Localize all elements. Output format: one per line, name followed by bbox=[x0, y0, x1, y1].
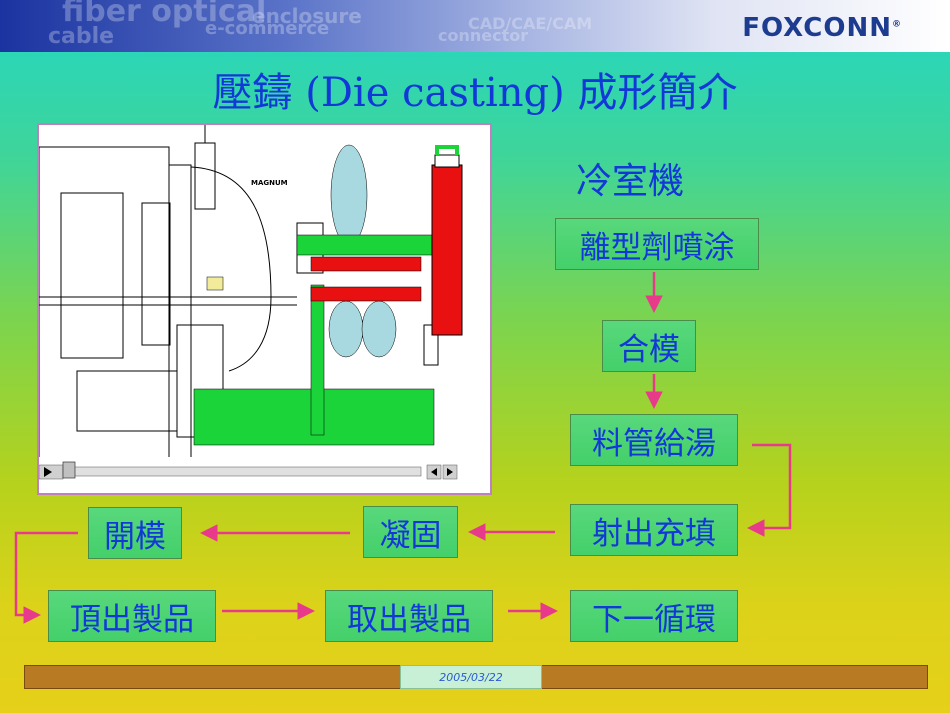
step-spray-release-agent: 離型劑噴涂 bbox=[555, 218, 759, 270]
arrow-pour-to-inject bbox=[747, 443, 792, 537]
watermark-text: CAD/CAE/CAM bbox=[468, 14, 593, 33]
step-pour-metal: 料管給湯 bbox=[570, 414, 738, 466]
watermark-text: fiber optical bbox=[62, 0, 267, 29]
logo-text: FOXCONN bbox=[742, 13, 892, 43]
watermark-text: e-commerce bbox=[205, 18, 330, 39]
step-forward-icon[interactable] bbox=[447, 468, 453, 476]
watermark-text: enclosure bbox=[252, 4, 362, 28]
return-valve bbox=[423, 324, 439, 366]
hydraulic-line-top bbox=[435, 145, 459, 155]
die-casting-animation: MAGNUM bbox=[37, 123, 492, 495]
gooseneck-tube bbox=[310, 284, 325, 436]
cylinder-cap bbox=[434, 154, 460, 168]
step-open-mold: 開模 bbox=[88, 507, 182, 559]
machine-brand-label: MAGNUM bbox=[251, 179, 288, 187]
injection-cylinder-upper bbox=[310, 256, 422, 272]
cold-chamber-machine-diagram: MAGNUM bbox=[38, 125, 490, 493]
section-subtitle: 冷室機 bbox=[576, 161, 685, 202]
step-remove-product: 取出製品 bbox=[325, 590, 493, 642]
page-title: 壓鑄 (Die casting) 成形簡介 bbox=[212, 70, 738, 116]
plunger-tip bbox=[206, 276, 224, 291]
vertical-cylinder bbox=[431, 164, 463, 336]
fixed-platen bbox=[60, 192, 124, 359]
injection-cylinder-lower bbox=[310, 286, 422, 302]
footer-date: 2005/03/22 bbox=[400, 665, 542, 689]
watermark-text: cable bbox=[48, 24, 115, 49]
arrow-open-to-eject bbox=[14, 531, 78, 624]
step-back-icon[interactable] bbox=[431, 468, 437, 476]
step-close-mold: 合模 bbox=[602, 320, 696, 372]
machine-housing-curve bbox=[190, 166, 272, 372]
header-banner: fiber optical enclosure cable e-commerce… bbox=[0, 0, 950, 52]
moving-platen bbox=[141, 202, 171, 346]
play-icon[interactable] bbox=[44, 467, 52, 477]
step-eject-product: 頂出製品 bbox=[48, 590, 216, 642]
step-next-cycle: 下一循環 bbox=[570, 590, 738, 642]
logo-registered-mark: ® bbox=[892, 19, 902, 30]
step-solidify: 凝固 bbox=[363, 506, 458, 558]
seek-thumb[interactable] bbox=[62, 461, 76, 479]
watermark-text: connector bbox=[438, 26, 529, 45]
step-inject-fill: 射出充填 bbox=[570, 504, 738, 556]
foxconn-logo: FOXCONN® bbox=[742, 13, 902, 43]
